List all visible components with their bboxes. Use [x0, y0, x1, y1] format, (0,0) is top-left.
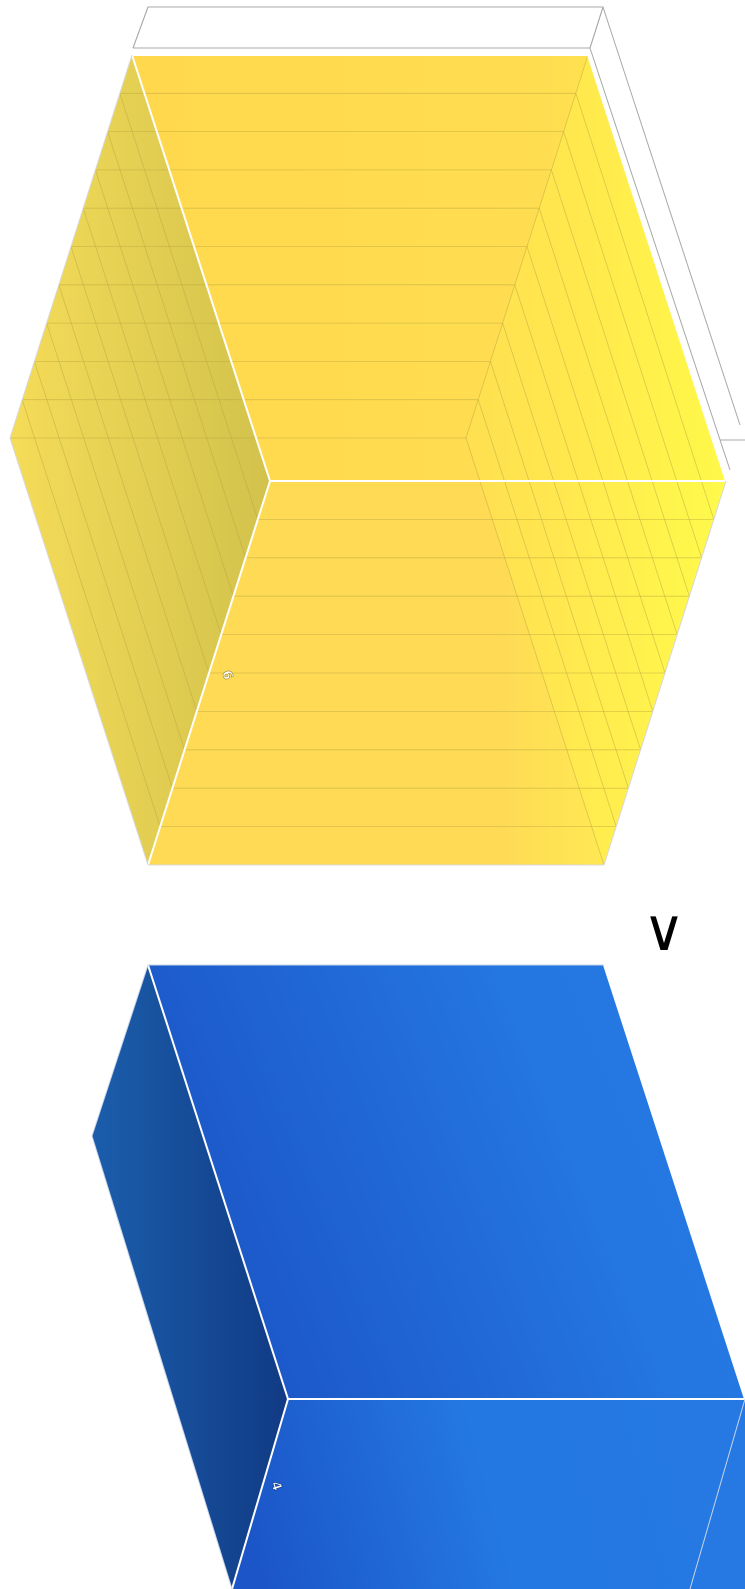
blue-cube-top-face [148, 965, 745, 1399]
yellow-cube: 6 [9, 6, 745, 866]
blue-cube-edges [147, 964, 745, 1589]
comparison-symbol: ∨ [643, 896, 685, 964]
blue-cube-front-face [232, 1399, 745, 1589]
yellow-cube-grid [10, 54, 715, 866]
yellow-cube-edges [131, 54, 727, 866]
yellow-cube-outline [132, 6, 745, 471]
blue-cube: 4 [91, 964, 745, 1589]
blue-cube-left-face [92, 965, 288, 1589]
